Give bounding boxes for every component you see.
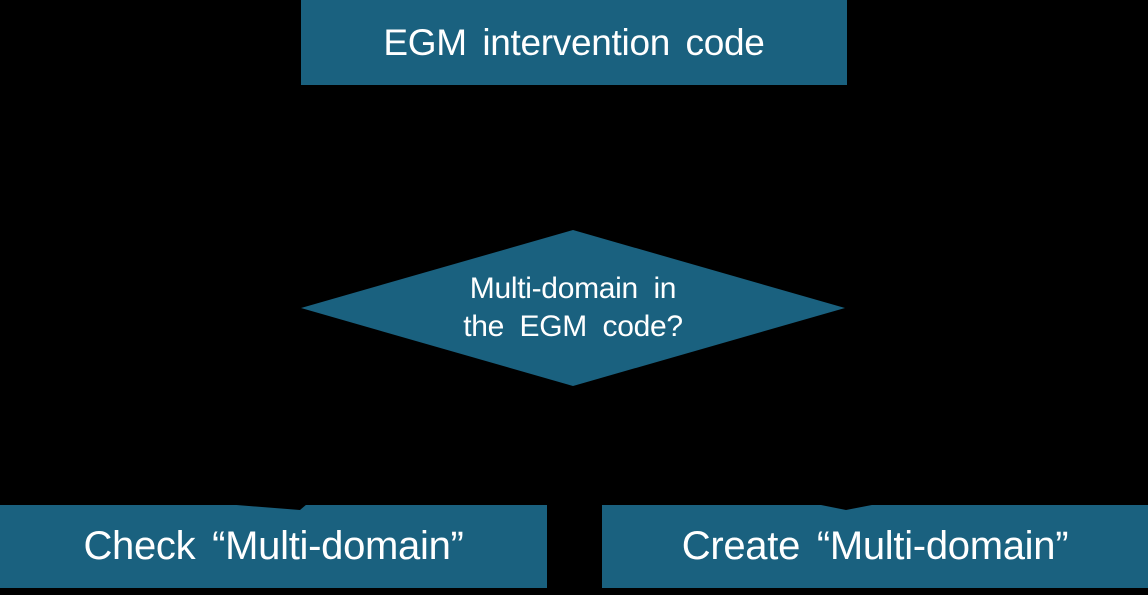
start-node-label: EGM intervention code — [383, 21, 765, 63]
create-multi-domain-label: Create “Multi-domain” — [681, 524, 1069, 568]
decision-node-multi-domain-question: Multi-domain in the EGM code? — [301, 230, 845, 386]
connector-decision-to-create — [571, 388, 848, 503]
start-node-egm-intervention-code: EGM intervention code — [301, 0, 847, 85]
connector-decision-to-check — [264, 388, 575, 503]
create-multi-domain-node: Create “Multi-domain” — [602, 505, 1148, 588]
check-multi-domain-label: Check “Multi-domain” — [83, 524, 464, 568]
decision-node-label-line2: the EGM code? — [463, 310, 683, 343]
decision-node-label-line1: Multi-domain in — [469, 272, 677, 305]
check-multi-domain-node: Check “Multi-domain” — [0, 505, 547, 588]
